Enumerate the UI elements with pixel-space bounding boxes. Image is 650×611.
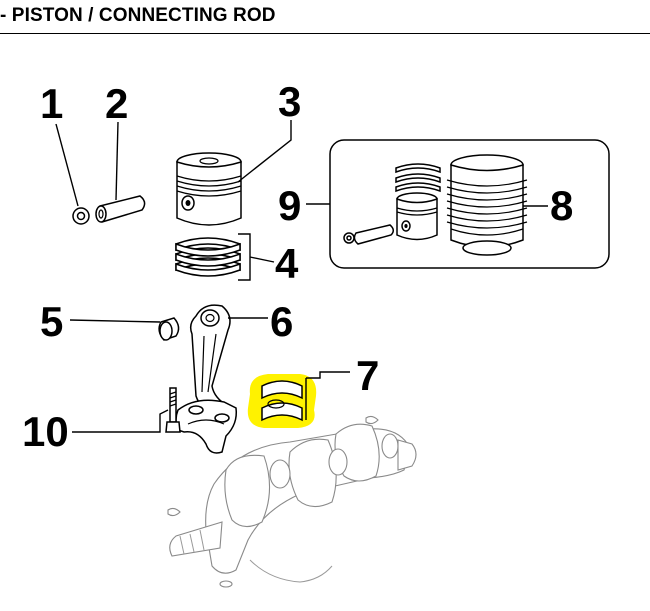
part-6-connecting-rod[interactable] (175, 304, 238, 454)
callout-3[interactable]: 3 (278, 78, 301, 125)
leader-line-7 (306, 371, 350, 379)
leader-line-3 (237, 120, 292, 183)
leader-line-4 (249, 256, 275, 263)
crankshaft-reference (167, 415, 417, 588)
callout-1[interactable]: 1 (40, 80, 63, 127)
callout-6[interactable]: 6 (270, 298, 293, 345)
callout-8[interactable]: 8 (550, 182, 573, 229)
callout-4[interactable]: 4 (275, 240, 299, 287)
callout-9[interactable]: 9 (278, 182, 301, 229)
callout-5[interactable]: 5 (40, 298, 63, 345)
leader-line-5 (69, 319, 161, 323)
part-3-piston[interactable] (176, 152, 242, 226)
part-7-big-end-bearing[interactable] (247, 374, 317, 428)
callout-10[interactable]: 10 (22, 408, 69, 455)
part-2-piston-pin[interactable] (95, 195, 146, 223)
page-title: - PISTON / CONNECTING ROD (0, 5, 276, 26)
part-10-rod-bolt[interactable] (165, 387, 181, 433)
part-9-kit-box[interactable] (329, 139, 610, 269)
callout-7[interactable]: 7 (356, 352, 379, 399)
leader-line-10 (72, 409, 169, 433)
callout-2[interactable]: 2 (105, 80, 128, 127)
part-5-small-end-bushing[interactable] (158, 317, 180, 341)
part-4-piston-rings[interactable] (175, 237, 241, 277)
part-1-circlip[interactable] (72, 207, 90, 225)
page-header: - PISTON / CONNECTING ROD (0, 0, 650, 34)
leader-line-2 (115, 121, 119, 201)
leader-line-1 (55, 123, 79, 207)
